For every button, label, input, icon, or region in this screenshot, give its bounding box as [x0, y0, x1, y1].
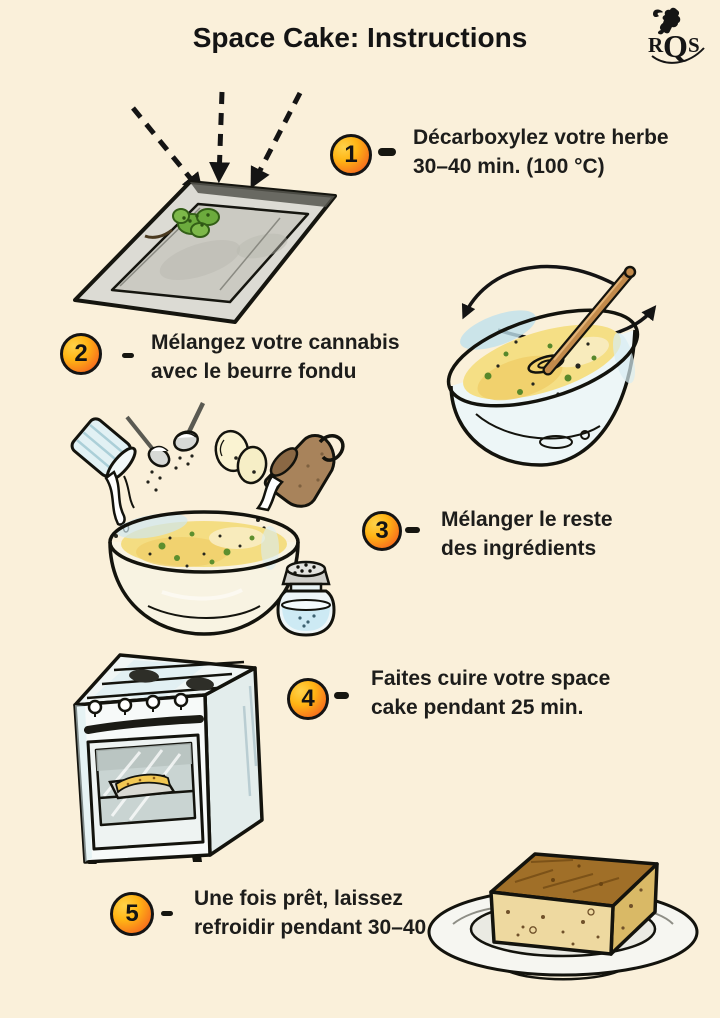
oven-handle-icon: [84, 715, 204, 734]
step-4-text: Faites cuire votre space cake pendant 25…: [371, 664, 610, 722]
step-2-text: Mélangez votre cannabis avec le beurre f…: [151, 328, 400, 386]
heat-arrows-icon: [131, 91, 303, 195]
step-5-line2: refroidir pendant 30–40: [194, 916, 427, 939]
flour-cup-icon: [70, 417, 137, 482]
ingredients-bowl-illustration: [70, 402, 345, 637]
step-1-badge: 1: [330, 134, 372, 176]
logo-swash: [651, 47, 705, 64]
spoon-icon: [173, 402, 206, 470]
space-cake-slice-icon: [489, 852, 659, 956]
step-3-dash: [405, 527, 420, 533]
step-3-text: Mélanger le reste des ingrédients: [441, 505, 613, 563]
logo-letters: R Q S: [648, 28, 700, 64]
baking-tray-illustration: [73, 91, 337, 324]
eggs-icon: [214, 429, 268, 485]
step-2-line2: avec le beurre fondu: [151, 360, 357, 383]
step-5-text: Une fois prêt, laissez refroidir pendant…: [194, 884, 426, 942]
wooden-spoon-icon: [542, 265, 637, 376]
logo-letter-s: S: [688, 33, 700, 57]
step-4-badge: 4: [287, 678, 329, 720]
step-3-badge: 3: [362, 511, 402, 551]
milk-jug-icon: [255, 434, 345, 530]
stove-burners-icon: [86, 660, 245, 700]
rqs-logo: R Q S: [644, 4, 710, 68]
oven-illustration: [73, 653, 264, 864]
step-2-number: 2: [74, 340, 88, 367]
step-4-line2: cake pendant 25 min.: [371, 696, 584, 719]
step-1-dash: [378, 148, 396, 156]
mixing-bowl-stir-illustration: [446, 264, 657, 467]
oven-knobs-icon: [87, 692, 189, 717]
step-4-number: 4: [301, 685, 315, 712]
page-title: Space Cake: Instructions: [192, 22, 528, 53]
step-1-text: Décarboxylez votre herbe 30–40 min. (100…: [413, 123, 669, 181]
step-3-number: 3: [375, 517, 389, 544]
step-2-dash: [122, 353, 134, 358]
step-5-number: 5: [125, 900, 139, 927]
salt-shaker-icon: [276, 560, 336, 637]
step-5-badge: 5: [110, 892, 154, 936]
step-2-line1: Mélangez votre cannabis: [151, 331, 400, 354]
step-1-number: 1: [344, 141, 358, 168]
step-2-badge: 2: [60, 333, 102, 375]
step-1-line2: 30–40 min. (100 °C): [413, 155, 605, 178]
step-3-line2: des ingrédients: [441, 537, 597, 560]
logo-letter-r: R: [648, 33, 664, 57]
step-4-dash: [334, 692, 349, 699]
spoon-icon: [125, 415, 171, 492]
lion-icon: [653, 7, 681, 35]
logo-letter-q: Q: [663, 28, 688, 64]
step-1-line1: Décarboxylez votre herbe: [413, 126, 669, 149]
step-3-line1: Mélanger le reste: [441, 508, 613, 531]
cannabis-buds-icon: [144, 208, 220, 239]
step-5-dash: [161, 911, 173, 916]
cake-on-plate-illustration: [427, 852, 699, 981]
oven-door: [86, 733, 205, 851]
step-5-line1: Une fois prêt, laissez: [194, 887, 403, 910]
step-4-line1: Faites cuire votre space: [371, 667, 611, 690]
